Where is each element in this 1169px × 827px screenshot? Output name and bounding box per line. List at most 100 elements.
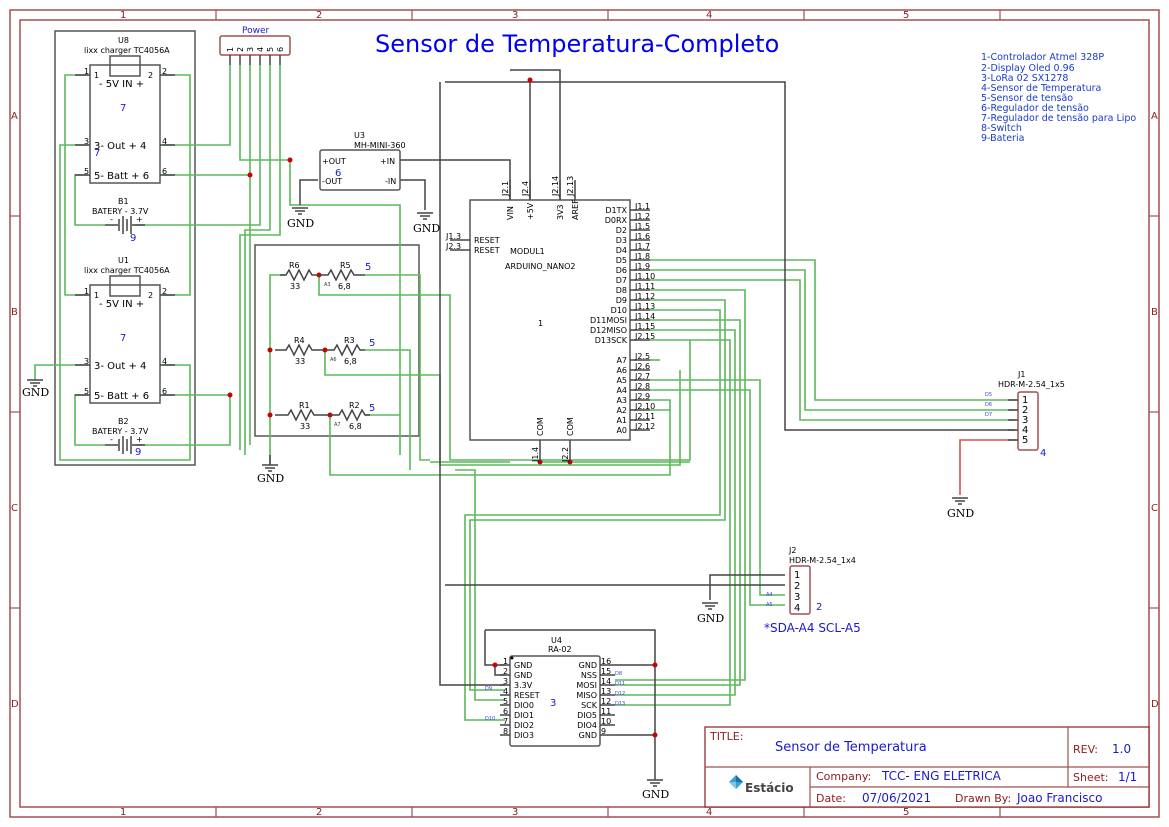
nano-pin-name: D10 (611, 306, 627, 315)
ground-icon: GND (642, 779, 669, 801)
frame-col-label: 1 (120, 10, 126, 21)
nano-pin-name: D7 (616, 276, 627, 285)
u4-ref: U4 (551, 636, 562, 645)
net-label: D8 (615, 671, 622, 677)
frame-col-label: 4 (706, 807, 712, 818)
u1-group: 7 (120, 333, 126, 344)
j2-pin: 1 (794, 570, 800, 581)
nano-pin-id: J2.8 (634, 382, 650, 391)
j2-pin: 2 (794, 581, 800, 592)
frame-col-label: 2 (316, 10, 322, 21)
frame-col-label: 5 (903, 10, 909, 21)
nano-pin-name: VIN (506, 206, 515, 220)
j2-pin: 4 (794, 603, 800, 614)
nano-pin-name: COM (536, 417, 545, 436)
j2-header: J2 HDR-M-2.54_1x4 1 2 3 4 2 A4 A5 *SDA-A… (764, 546, 861, 635)
u4-pin-num: 10 (601, 717, 611, 726)
resistor-group: 5 (365, 262, 371, 273)
u4-pin-num: 6 (503, 707, 508, 716)
u8-group-2: 7 (94, 148, 100, 159)
nano-pin-id: J1.8 (634, 252, 650, 261)
nano-pin-name: COM (566, 417, 575, 436)
u8-in-pin2: 2 (148, 71, 153, 80)
nano-pin-name: D6 (616, 266, 627, 275)
net-label: A4 (766, 592, 773, 598)
nano-pin-id: J2.9 (634, 392, 650, 401)
nano-pin-id: J2.5 (634, 352, 650, 361)
legend-item: 9-Bateria (981, 133, 1024, 144)
nano-pin-name: A0 (616, 426, 627, 435)
nano-pin-name: D3 (616, 236, 627, 245)
resistor-value: 6,8 (344, 357, 357, 366)
b1-value: BATERY - 3.7V (92, 207, 149, 216)
b2-value: BATERY - 3.7V (92, 427, 149, 436)
j1-group: 4 (1040, 448, 1046, 459)
nano-pin-id: J2.4 (521, 181, 530, 197)
u8-pin: 6 (162, 167, 167, 176)
j1-value: HDR-M-2.54_1x5 (998, 380, 1065, 389)
nano-pin-name: A7 (616, 356, 627, 365)
resistor-value: 33 (295, 357, 305, 366)
estacio-logo-text: Estácio (745, 781, 794, 795)
frame-row-label: B (11, 307, 18, 318)
resistor-r1: R1 33 (275, 401, 329, 431)
nano-pin-id: J2.15 (634, 332, 655, 341)
nano-pin-name: D5 (616, 256, 627, 265)
legend-item: 5-Sensor de tensão (981, 93, 1073, 104)
nano-pin-id: J2.12 (634, 422, 655, 431)
u1-pin: 2 (162, 287, 167, 296)
component-legend: 1-Controlador Atmel 328P 2-Display Oled … (981, 52, 1136, 144)
title-block: TITLE: Sensor de Temperatura REV: 1.0 Co… (704, 726, 1150, 808)
resistor-group: 5 (369, 338, 375, 349)
u3-pin-out-plus: +OUT (322, 157, 346, 166)
nano-pin-name: D9 (616, 296, 627, 305)
u1-charger: U1 lixx charger TC4056A 1 2 3 4 5 6 1 2 … (75, 256, 175, 404)
net-label: D9 (485, 686, 492, 692)
u4-pin-name: MOSI (576, 681, 597, 690)
u4-pin-name: RESET (514, 691, 540, 700)
nano-pin-name: A6 (616, 366, 627, 375)
j1-pin: 3 (1022, 415, 1028, 426)
u8-value: lixx charger TC4056A (84, 46, 170, 55)
b1-minus: - (110, 215, 113, 224)
resistor-ladder: R6 33 R5 6,8 5 A3 R4 33 R3 6,8 5 A6 R1 3… (275, 261, 375, 431)
legend-item: 2-Display Oled 0.96 (981, 63, 1075, 74)
b2-group: 9 (135, 447, 141, 458)
u1-pin: 3 (84, 357, 89, 366)
net-label: D6 (985, 402, 992, 408)
nano-pin-id: J2.13 (566, 176, 575, 197)
nano-pin-name: D8 (616, 286, 627, 295)
u3-group: 6 (335, 168, 341, 179)
u4-pin-num: 1 (503, 657, 508, 666)
estacio-logo-icon (729, 775, 743, 789)
u4-pin-name: GND (579, 661, 597, 670)
u4-group: 3 (550, 698, 556, 709)
u4-pin-num: 8 (503, 727, 508, 736)
j2-pin: 3 (794, 592, 800, 603)
net-label: D7 (985, 412, 992, 418)
arduino-nano: MODUL1 ARDUINO_NANO2 1 J2.1VINJ2.4+5VJ2.… (445, 176, 655, 463)
ground-icon: GND (413, 212, 440, 235)
net-label: D11 (615, 681, 625, 687)
nano-pin-id: J1.4 (531, 447, 540, 463)
u1-pin: 5 (84, 387, 89, 396)
nano-ref: MODUL1 (510, 247, 545, 256)
nano-pin-id: J1.3 (445, 232, 461, 241)
frame-row-label: D (11, 699, 19, 710)
u4-right-pins: 16GND15NSS14MOSI13MISO12SCK11DIO510DIO49… (576, 657, 615, 740)
nano-pin-id: J1.14 (634, 312, 655, 321)
u1-in-pin1: 1 (94, 291, 99, 300)
power-pin: 6 (276, 47, 285, 52)
resistor-tap-label: A7 (334, 422, 341, 428)
legend-item: 6-Regulador de tensão (981, 103, 1089, 114)
u8-pin: 3 (84, 137, 89, 146)
u1-in-label: - 5V IN + (99, 299, 144, 310)
wires (34, 65, 1015, 721)
nano-pin-name: A5 (616, 376, 627, 385)
gnd-label: GND (287, 217, 314, 230)
u4-pin-num: 11 (601, 707, 611, 716)
nano-pin-id: J2.3 (445, 242, 461, 251)
frame-col-label: 4 (706, 10, 712, 21)
u4-pin-num: 15 (601, 667, 611, 676)
